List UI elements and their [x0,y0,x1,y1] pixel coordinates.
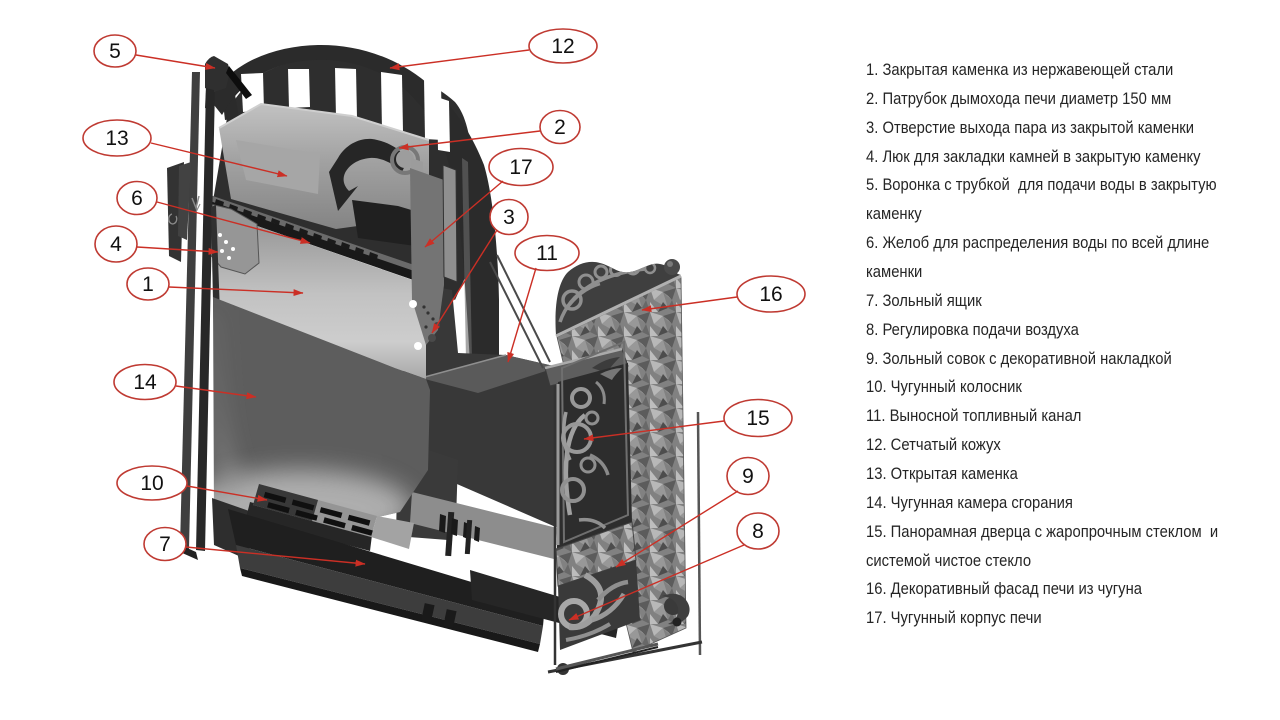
svg-text:7: 7 [159,533,171,556]
svg-text:5: 5 [109,40,121,63]
svg-text:13: 13 [105,127,128,150]
svg-text:4: 4 [110,233,122,256]
svg-text:8: 8 [752,520,764,543]
svg-text:10: 10 [140,472,163,495]
svg-text:6: 6 [131,187,143,210]
svg-text:1: 1 [142,273,154,296]
svg-text:16: 16 [759,283,782,306]
svg-text:12: 12 [551,35,574,58]
svg-text:3: 3 [503,206,515,229]
svg-text:14: 14 [133,371,157,394]
svg-text:17: 17 [509,156,532,179]
svg-text:2: 2 [554,116,566,139]
svg-text:11: 11 [536,242,558,265]
svg-text:9: 9 [742,465,754,488]
svg-text:15: 15 [746,407,769,430]
